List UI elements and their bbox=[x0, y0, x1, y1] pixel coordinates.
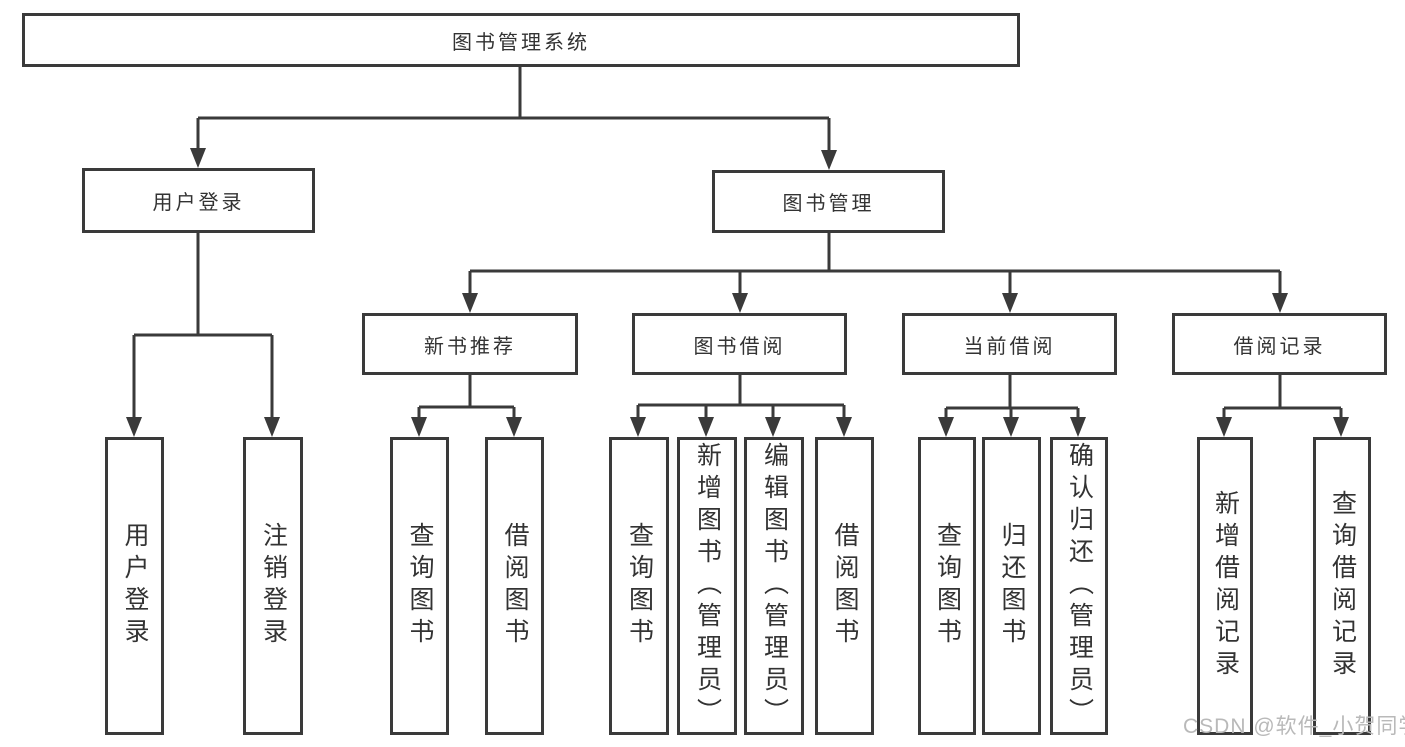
node-leaf-add-borrow-record: 新增借阅记录 bbox=[1197, 437, 1253, 735]
node-leaf-user-login-label: 用户登录 bbox=[121, 522, 149, 650]
node-leaf-query-books-1-label: 查询图书 bbox=[406, 522, 434, 650]
node-leaf-query-borrow-record-label: 查询借阅记录 bbox=[1328, 490, 1357, 682]
node-leaf-query-books-3: 查询图书 bbox=[918, 437, 976, 735]
node-root-label: 图书管理系统 bbox=[452, 31, 590, 54]
arrowhead-icons bbox=[126, 148, 1349, 437]
node-leaf-return-books-label: 归还图书 bbox=[998, 522, 1026, 650]
node-user-login-label: 用户登录 bbox=[152, 192, 245, 214]
node-leaf-confirm-return-admin-label: 确认归还（管理员） bbox=[1065, 442, 1094, 730]
connector-user-login bbox=[132, 233, 274, 419]
connector-root bbox=[196, 67, 831, 152]
node-root: 图书管理系统 bbox=[22, 13, 1020, 67]
node-current-borrow-label: 当前借阅 bbox=[963, 335, 1056, 358]
node-leaf-query-books-2: 查询图书 bbox=[609, 437, 669, 735]
node-leaf-query-books-1: 查询图书 bbox=[390, 437, 449, 735]
node-leaf-return-books: 归还图书 bbox=[982, 437, 1041, 735]
node-leaf-query-books-2-label: 查询图书 bbox=[625, 522, 654, 650]
node-current-borrow: 当前借阅 bbox=[902, 313, 1117, 375]
node-leaf-borrow-books-1-label: 借阅图书 bbox=[501, 522, 529, 650]
node-book-mgmt-label: 图书管理 bbox=[782, 193, 875, 215]
csdn-watermark: CSDN @软件_小贺同学 bbox=[1183, 715, 1405, 738]
node-leaf-confirm-return-admin: 确认归还（管理员） bbox=[1050, 437, 1108, 735]
node-leaf-user-login: 用户登录 bbox=[105, 437, 164, 735]
node-leaf-logout-label: 注销登录 bbox=[259, 522, 288, 650]
node-leaf-logout: 注销登录 bbox=[243, 437, 303, 735]
connector-borrow-records bbox=[1222, 375, 1343, 419]
node-leaf-borrow-books-2-label: 借阅图书 bbox=[831, 522, 859, 650]
node-user-login: 用户登录 bbox=[82, 168, 315, 233]
node-leaf-edit-books-admin: 编辑图书（管理员） bbox=[744, 437, 804, 735]
node-book-borrow: 图书借阅 bbox=[632, 313, 847, 375]
node-leaf-add-borrow-record-label: 新增借阅记录 bbox=[1211, 490, 1240, 682]
connector-new-books bbox=[417, 375, 516, 419]
node-book-mgmt: 图书管理 bbox=[712, 170, 945, 233]
node-leaf-borrow-books-2: 借阅图书 bbox=[815, 437, 874, 735]
node-leaf-borrow-books-1: 借阅图书 bbox=[485, 437, 544, 735]
node-new-books-label: 新书推荐 bbox=[424, 335, 516, 358]
node-leaf-add-books-admin-label: 新增图书（管理员） bbox=[693, 442, 722, 730]
node-leaf-edit-books-admin-label: 编辑图书（管理员） bbox=[760, 442, 789, 730]
node-borrow-records: 借阅记录 bbox=[1172, 313, 1387, 375]
node-leaf-query-books-3-label: 查询图书 bbox=[933, 522, 962, 650]
connector-book-borrow bbox=[636, 375, 846, 419]
node-leaf-add-books-admin: 新增图书（管理员） bbox=[677, 437, 737, 735]
connector-book-mgmt bbox=[468, 233, 1282, 295]
connector-current-borrow bbox=[944, 375, 1080, 419]
node-new-books: 新书推荐 bbox=[362, 313, 578, 375]
node-borrow-records-label: 借阅记录 bbox=[1233, 335, 1326, 358]
node-leaf-query-borrow-record: 查询借阅记录 bbox=[1313, 437, 1371, 735]
node-book-borrow-label: 图书借阅 bbox=[693, 335, 786, 358]
